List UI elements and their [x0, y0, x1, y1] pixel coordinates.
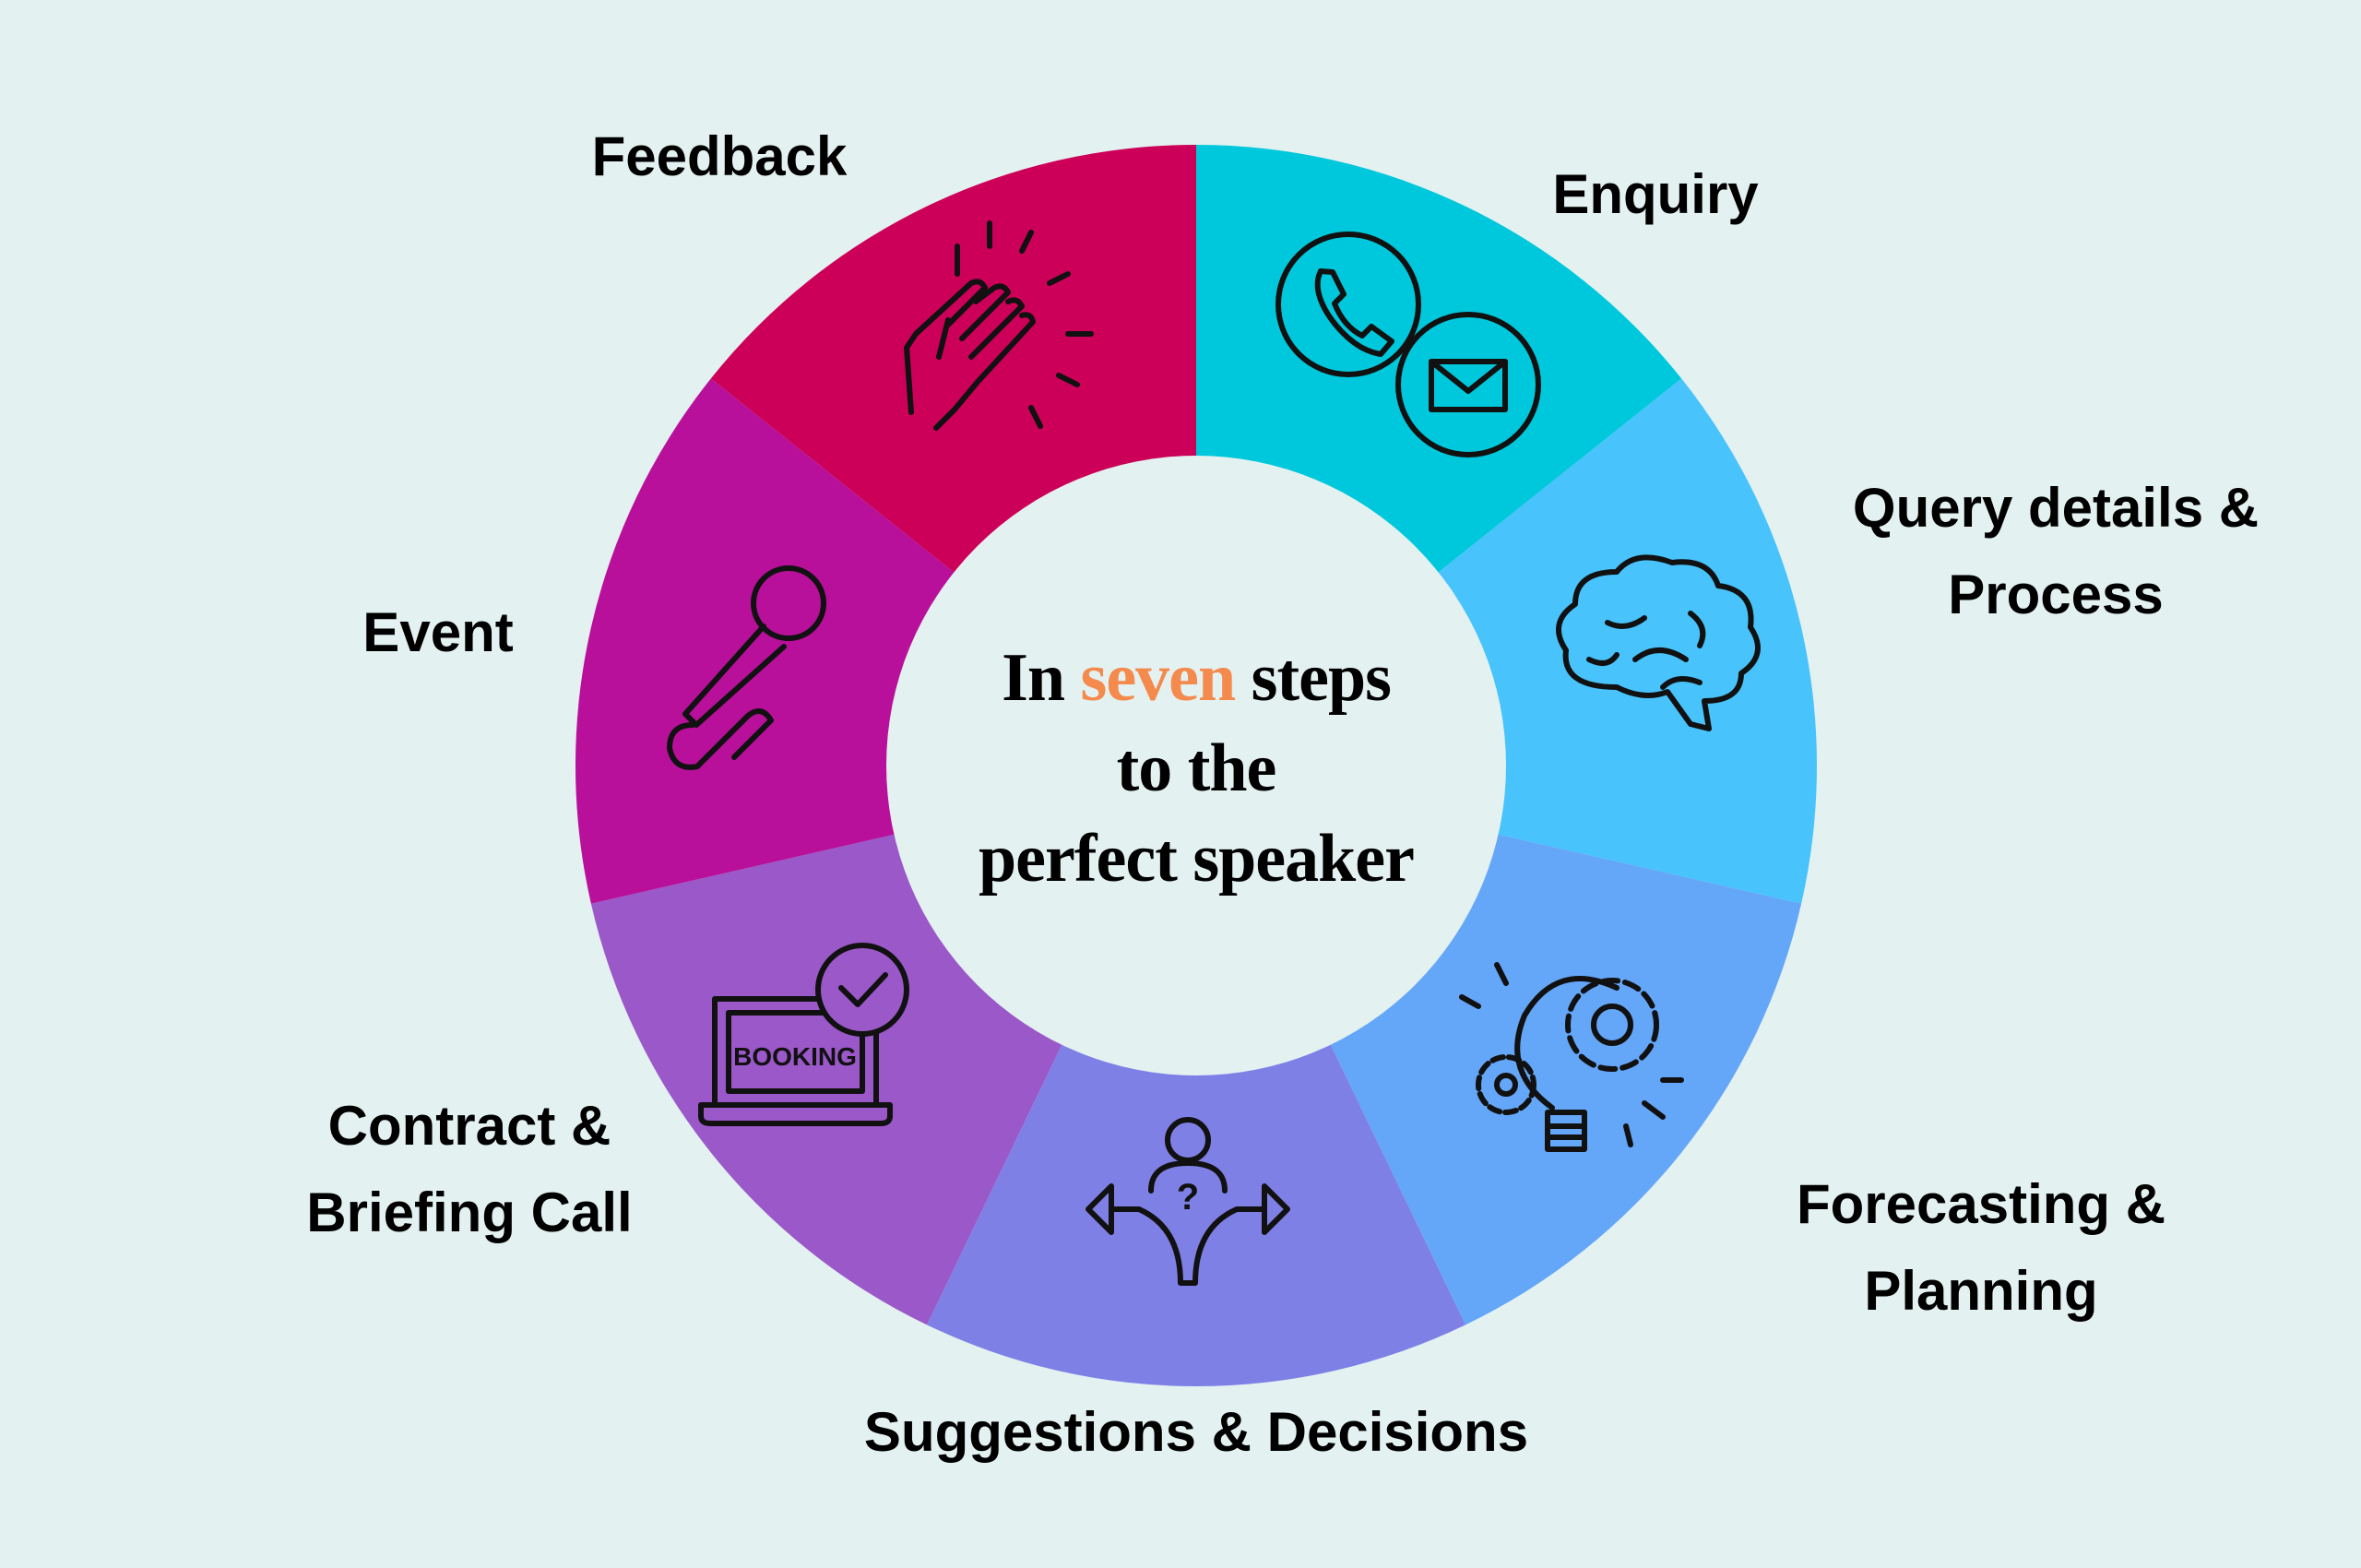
title-line3: perfect speaker [979, 821, 1415, 897]
step-label-forecasting-line2: Planning [1864, 1260, 2098, 1322]
wheel-center [886, 456, 1506, 1075]
step-label-query: Query details & Process [1853, 465, 2259, 638]
lightbulb-gears-icon [1459, 962, 1684, 1152]
svg-text:?: ? [1177, 1177, 1199, 1218]
step-label-contract-line2: Briefing Call [306, 1182, 633, 1243]
title-part2: steps [1251, 640, 1392, 716]
center-title: In seven steps to the perfect speaker [979, 633, 1415, 904]
clapping-hands-icon [904, 220, 1094, 431]
phone-mail-icon [1275, 232, 1541, 457]
title-accent: seven [1080, 640, 1237, 716]
step-label-suggestions: Suggestions & Decisions [863, 1401, 1529, 1463]
booking-laptop-icon: BOOKING [698, 943, 909, 1126]
title-line2: to the [1116, 731, 1277, 806]
brain-icon [1556, 554, 1761, 731]
decision-arrows-icon: ? [1086, 1117, 1290, 1286]
title-part1: In [1002, 640, 1065, 716]
wheel-segment [926, 766, 1466, 1387]
step-label-query-line2: Process [1948, 564, 2164, 625]
step-label-forecasting: Forecasting & Planning [1797, 1161, 2165, 1335]
step-label-contract-line1: Contract & [327, 1095, 611, 1157]
step-label-forecasting-line1: Forecasting & [1796, 1173, 2166, 1235]
step-label-contract: Contract & Briefing Call [306, 1083, 632, 1256]
booking-text: BOOKING [733, 1042, 857, 1071]
microphone-icon [667, 565, 826, 770]
step-label-event: Event [362, 601, 514, 663]
step-label-feedback: Feedback [591, 125, 848, 187]
step-label-query-line1: Query details & [1852, 477, 2260, 539]
step-label-enquiry: Enquiry [1552, 163, 1759, 225]
